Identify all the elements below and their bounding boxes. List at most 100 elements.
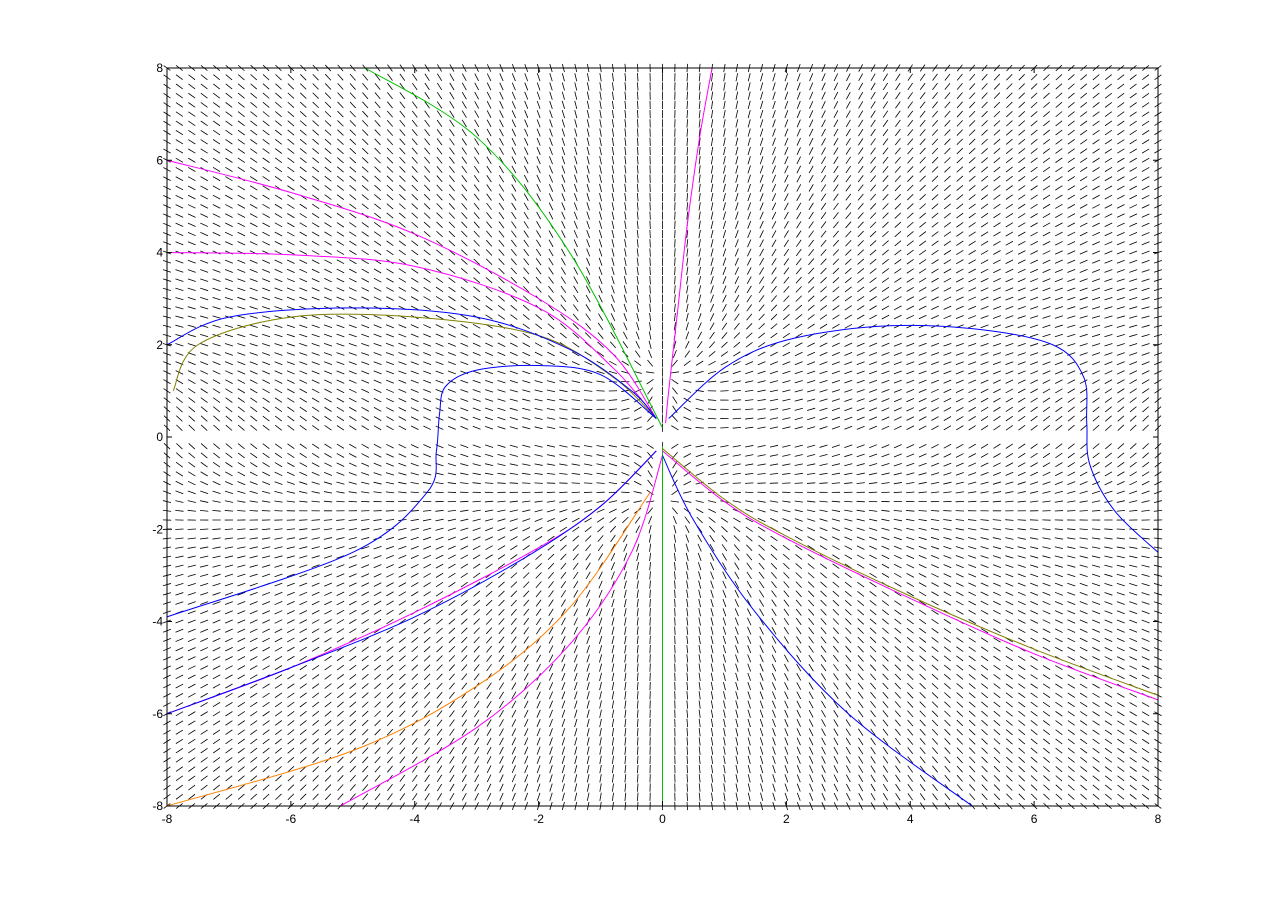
slope-segment xyxy=(224,610,233,615)
slope-segment xyxy=(287,213,295,219)
slope-segment xyxy=(387,82,393,90)
slope-segment xyxy=(723,764,726,774)
slope-segment xyxy=(237,628,246,633)
slope-segment xyxy=(857,267,865,274)
slope-segment xyxy=(586,654,590,663)
slope-segment xyxy=(683,500,692,503)
slope-segment xyxy=(832,599,840,607)
slope-segment xyxy=(323,519,333,521)
slope-segment xyxy=(349,129,357,136)
slope-segment xyxy=(882,737,889,746)
slope-segment xyxy=(399,92,406,100)
slope-segment xyxy=(906,296,915,301)
slope-segment xyxy=(262,194,270,200)
slope-segment xyxy=(398,333,407,338)
slope-segment xyxy=(250,424,258,431)
slope-segment xyxy=(374,82,381,90)
slope-segment xyxy=(757,426,766,429)
slope-segment xyxy=(511,627,517,635)
slope-segment xyxy=(548,248,554,257)
slope-segment xyxy=(710,174,714,183)
slope-segment xyxy=(548,230,554,238)
slope-segment xyxy=(857,193,864,201)
slope-segment xyxy=(869,645,877,653)
slope-segment xyxy=(820,618,827,625)
slope-segment xyxy=(323,333,333,338)
slope-segment xyxy=(224,601,233,605)
slope-segment xyxy=(200,185,209,191)
slope-segment xyxy=(225,406,233,413)
slope-segment xyxy=(597,526,604,533)
slope-segment xyxy=(782,314,790,321)
slope-segment xyxy=(262,683,270,689)
slope-segment xyxy=(536,719,541,727)
slope-segment xyxy=(324,619,332,624)
slope-segment xyxy=(832,609,840,616)
slope-segment xyxy=(536,746,541,755)
slope-segment xyxy=(624,165,627,174)
slope-segment xyxy=(844,361,853,366)
slope-segment xyxy=(497,554,506,560)
slope-segment xyxy=(857,221,864,229)
slope-segment xyxy=(735,728,739,737)
slope-segment xyxy=(386,212,394,219)
slope-segment xyxy=(200,766,208,772)
slope-segment xyxy=(237,213,246,218)
slope-segment xyxy=(671,489,679,496)
slope-segment xyxy=(349,628,357,634)
slope-segment xyxy=(237,204,246,209)
slope-segment xyxy=(486,728,492,736)
slope-segment xyxy=(461,221,468,229)
slope-segment xyxy=(918,296,927,301)
slope-segment xyxy=(200,111,208,117)
slope-segment xyxy=(735,230,739,239)
slope-segment xyxy=(547,304,555,312)
slope-segment xyxy=(374,101,381,109)
slope-segment xyxy=(424,119,430,127)
slope-segment xyxy=(274,528,283,531)
slope-segment xyxy=(918,352,927,356)
slope-segment xyxy=(348,481,357,485)
slope-segment xyxy=(387,793,393,801)
slope-segment xyxy=(386,175,394,182)
slope-segment xyxy=(187,306,196,310)
slope-segment xyxy=(473,590,481,597)
slope-segment xyxy=(449,737,455,746)
slope-segment xyxy=(274,388,283,394)
slope-segment xyxy=(386,609,394,615)
slope-segment xyxy=(808,663,814,672)
slope-segment xyxy=(732,380,741,383)
slope-segment xyxy=(634,360,642,367)
slope-segment xyxy=(187,564,196,568)
slope-segment xyxy=(385,462,394,467)
slope-segment xyxy=(906,305,915,311)
slope-segment xyxy=(686,229,689,239)
slope-segment xyxy=(436,682,443,690)
slope-segment xyxy=(820,230,827,238)
slope-segment xyxy=(747,202,752,211)
slope-segment xyxy=(312,73,319,81)
slope-segment xyxy=(894,184,902,192)
slope-segment xyxy=(175,139,184,145)
slope-segment xyxy=(895,774,901,782)
slope-segment xyxy=(524,783,529,792)
slope-segment xyxy=(286,546,296,550)
slope-segment xyxy=(637,792,639,801)
slope-segment xyxy=(497,563,506,569)
slope-segment xyxy=(845,221,852,229)
slope-segment xyxy=(806,482,816,484)
slope-segment xyxy=(833,765,839,773)
slope-segment xyxy=(671,425,679,431)
slope-segment xyxy=(671,378,679,385)
slope-segment xyxy=(484,500,494,503)
slope-segment xyxy=(473,175,480,183)
slope-segment xyxy=(686,663,689,672)
slope-segment xyxy=(398,324,407,329)
slope-segment xyxy=(385,555,394,559)
slope-segment xyxy=(212,397,221,403)
slope-segment xyxy=(387,774,393,782)
slope-segment xyxy=(707,472,717,476)
slope-segment xyxy=(907,692,914,699)
slope-segment xyxy=(807,323,815,329)
slope-segment xyxy=(423,618,431,625)
